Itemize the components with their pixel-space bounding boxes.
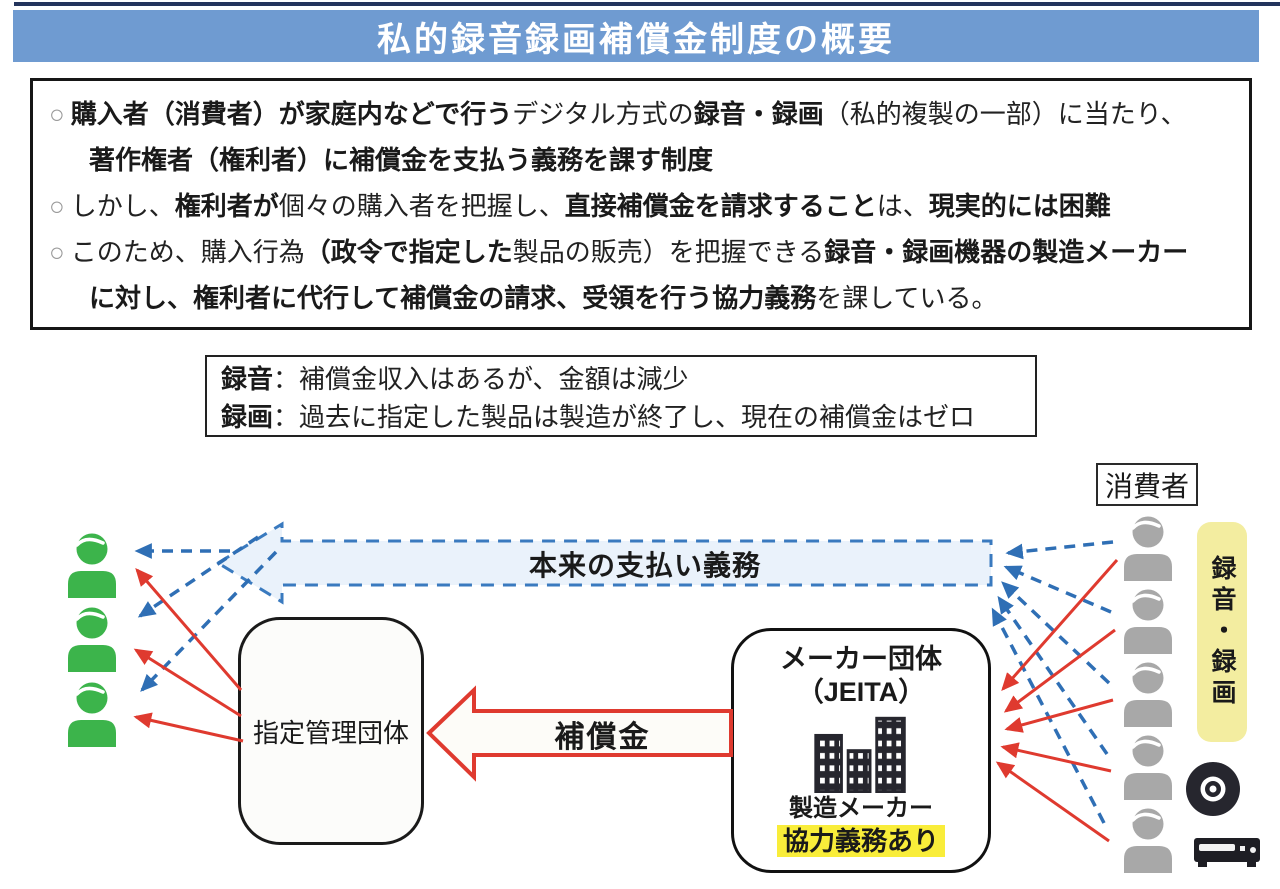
overview-run: 製品の販売）を把握できる (512, 237, 825, 267)
overview-run: 直接補償金を請求すること (564, 191, 877, 221)
overview-box: ○購入者（消費者）が家庭内などで行うデジタル方式の録音・録画（私的複製の一部）に… (30, 78, 1252, 330)
maker-org-jeita-label: （JEITA） (796, 677, 926, 707)
maker-caption: 製造メーカー (789, 795, 933, 822)
management-org-label: 指定管理団体 (252, 717, 409, 748)
overview-run: に対し、権利者に代行して補償金の請求、受領を行う協力義務 (89, 283, 817, 313)
top-rule (14, 2, 1280, 6)
overview-run: 購入者（消費者）が家庭内などで行う (70, 99, 513, 129)
compensation-arrow-text: 補償金 (554, 720, 651, 754)
consumer-icon (1122, 514, 1174, 583)
overview-run: （政令で指定した (304, 237, 513, 267)
management-org-box: 指定管理団体 (238, 617, 424, 845)
page-title: 私的録音録画補償金制度の概要 (377, 20, 895, 59)
recording-media-label: 録音・録画 (1208, 554, 1236, 710)
rights-holder-icon (66, 531, 118, 600)
cd-icon (1186, 762, 1240, 816)
compensation-arrow-label: 補償金 (474, 712, 731, 755)
note-label: 録音 (221, 364, 274, 394)
overview-run: 著作権者（権利者）に補償金を支払う義務を課す制度 (89, 145, 714, 175)
consumer-icon (1122, 806, 1174, 875)
maker-highlight-badge: 協力義務あり (776, 825, 945, 857)
obligation-arrow-text: 本来の支払い義務 (528, 549, 761, 581)
overview-run: 録音・録画機器の製造メーカー (824, 237, 1189, 267)
title-bar: 私的録音録画補償金制度の概要 (13, 10, 1259, 62)
overview-run: 個々の購入者を把握し、 (278, 191, 565, 221)
recording-media-badge: 録音・録画 (1197, 522, 1247, 742)
overview-line-2: 著作権者（権利者）に補償金を支払う義務を課す制度 (49, 137, 1233, 183)
red-arrows-left (133, 567, 244, 743)
blue-dashed-arrows-right (991, 540, 1114, 824)
red-arrows-right (995, 559, 1119, 843)
overview-run: しかし、 (70, 191, 175, 221)
overview-line-3: ○しかし、権利者が個々の購入者を把握し、直接補償金を請求することは、現実的には困… (49, 183, 1233, 229)
obligation-arrow-label: 本来の支払い義務 (300, 542, 990, 585)
note-box: 録音：補償金収入はあるが、金額は減少 録画：過去に指定した製品は製造が終了し、現… (205, 355, 1037, 437)
overview-run: デジタル方式の (512, 99, 694, 129)
rights-holder-icon (66, 605, 118, 674)
consumers (1122, 514, 1174, 875)
overview-run: は、 (876, 191, 929, 221)
note-line-2: 録画：過去に指定した製品は製造が終了し、現在の補償金はゼロ (221, 398, 1021, 436)
buildings-icon (808, 713, 914, 793)
consumer-icon (1122, 733, 1174, 802)
consumer-icon (1122, 587, 1174, 656)
overview-run: （私的複製の一部）に当たり、 (823, 99, 1187, 129)
overview-line-5: に対し、権利者に代行して補償金の請求、受領を行う協力義務を課している。 (49, 275, 1233, 321)
maker-org-label: メーカー団体 (780, 644, 942, 674)
consumers-label-box: 消費者 (1096, 463, 1198, 506)
rights-holders (66, 531, 118, 749)
bullet-icon: ○ (49, 191, 65, 221)
overview-line-1: ○購入者（消費者）が家庭内などで行うデジタル方式の録音・録画（私的複製の一部）に… (49, 91, 1233, 137)
overview-line-4: ○このため、購入行為（政令で指定した製品の販売）を把握できる録音・録画機器の製造… (49, 229, 1233, 275)
overview-run: 現実的には困難 (928, 191, 1111, 221)
note-text: ：過去に指定した製品は製造が終了し、現在の補償金はゼロ (273, 402, 976, 432)
note-line-1: 録音：補償金収入はあるが、金額は減少 (221, 360, 1021, 398)
consumer-icon (1122, 660, 1174, 729)
overview-run: 権利者が (174, 191, 279, 221)
bullet-icon: ○ (49, 99, 65, 129)
rights-holder-icon (66, 680, 118, 749)
maker-org-box: メーカー団体 （JEITA） 製造メーカー 協力義務あり (731, 628, 991, 873)
bullet-icon: ○ (49, 237, 65, 267)
consumers-label: 消費者 (1104, 470, 1189, 502)
note-text: ：補償金収入はあるが、金額は減少 (273, 364, 689, 394)
note-label: 録画 (221, 402, 274, 432)
overview-run: を課している。 (816, 283, 998, 313)
overview-run: 録音・録画 (693, 99, 824, 129)
recorder-icon (1194, 838, 1260, 867)
overview-run: このため、購入行為 (70, 237, 305, 267)
